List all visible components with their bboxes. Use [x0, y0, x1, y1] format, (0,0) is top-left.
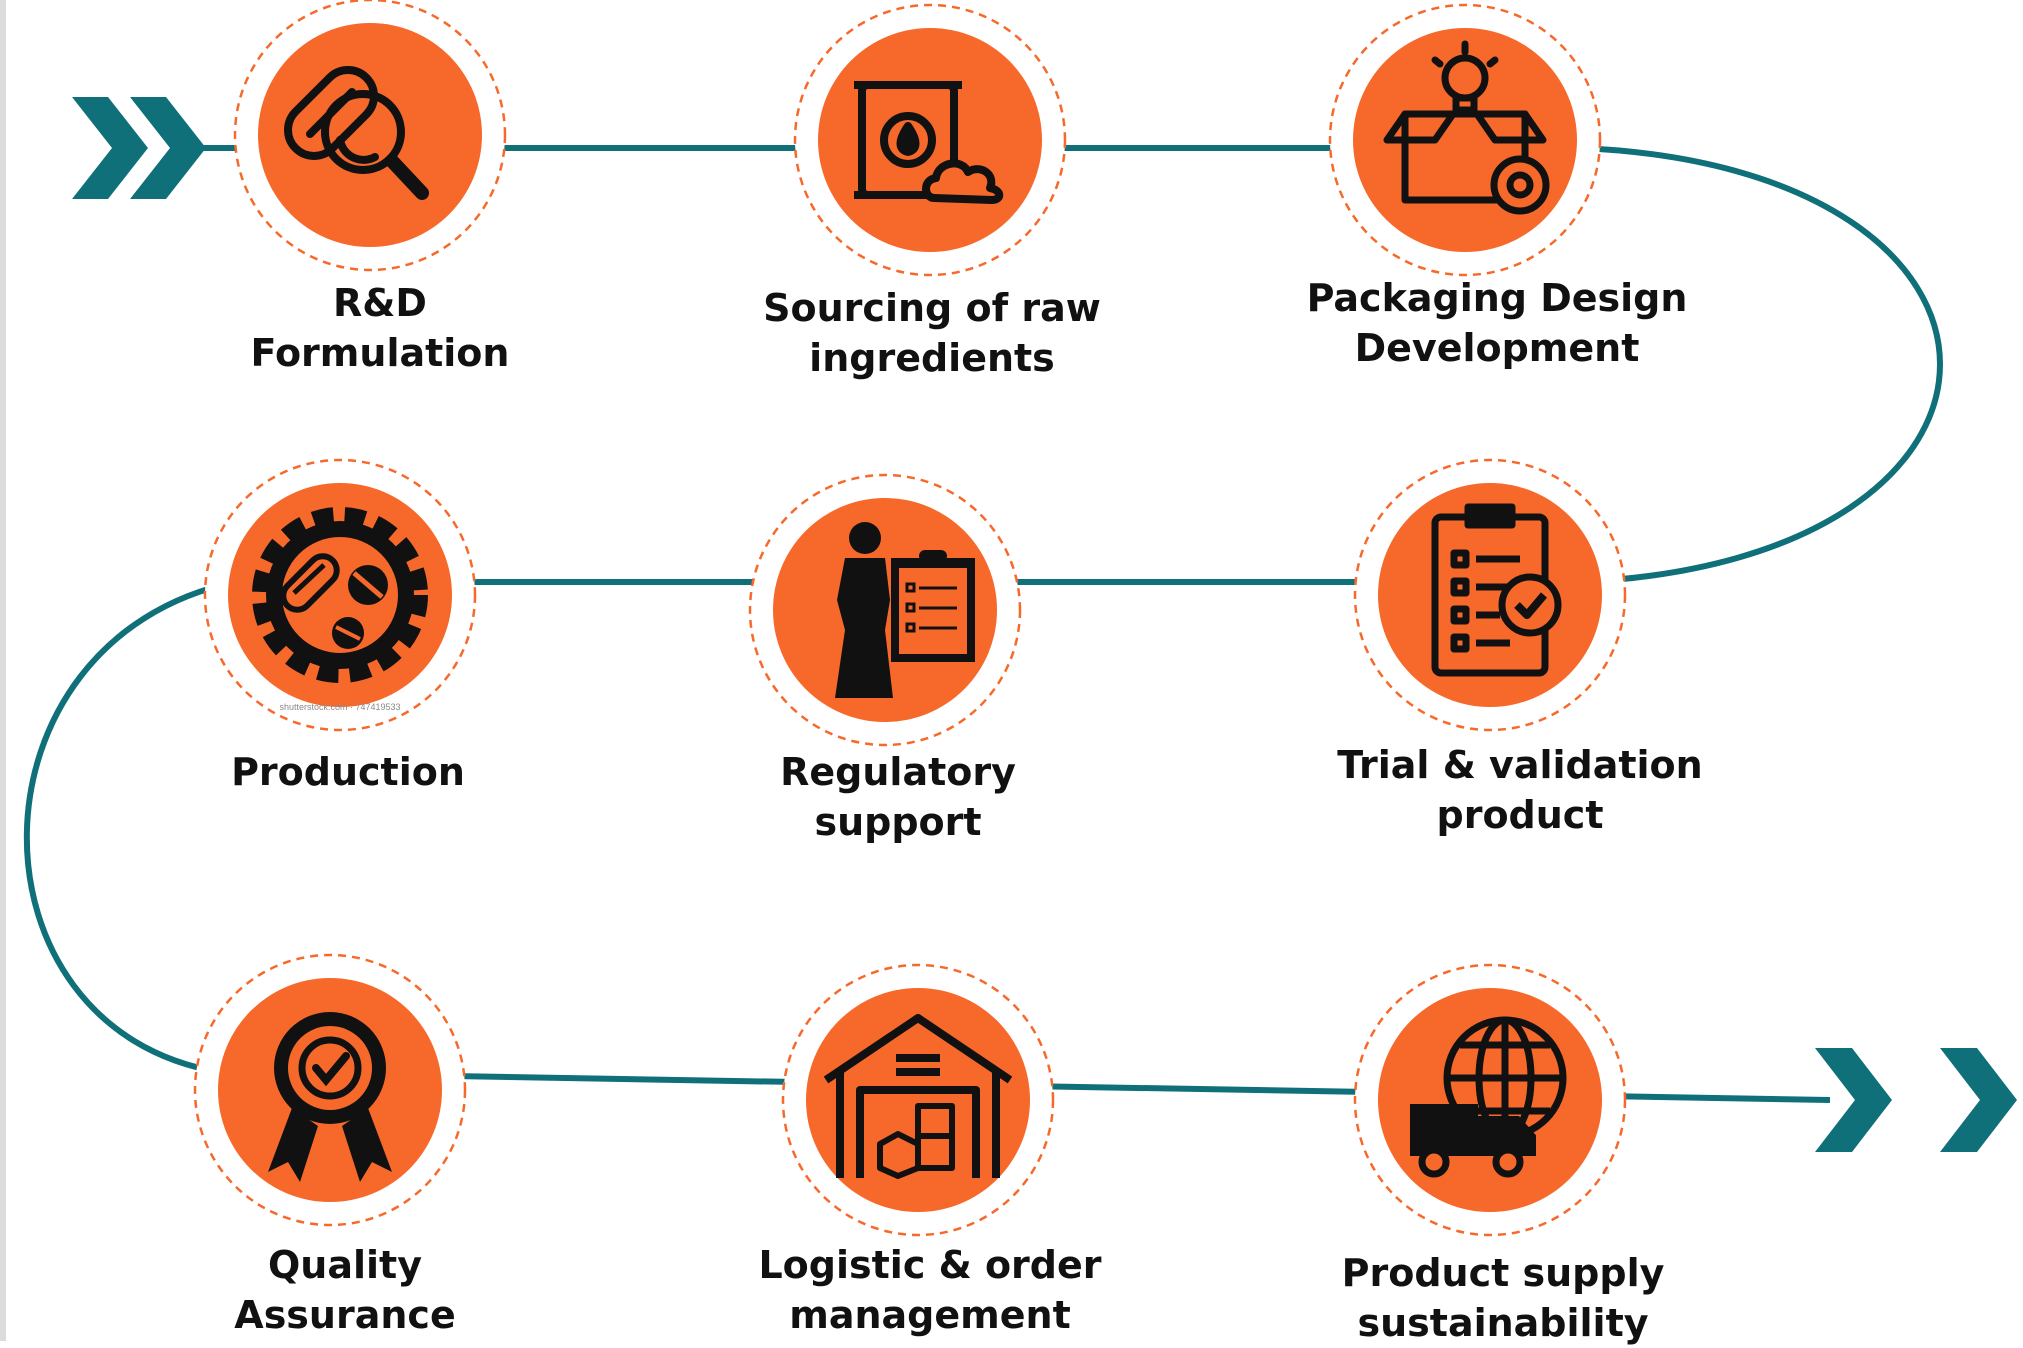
- flow-line-row-2: [23, 579, 1580, 1075]
- step-sourcing: [793, 3, 1067, 277]
- step-production: shutterstock.com · 747419533: [203, 458, 477, 732]
- gear-pills-icon: [252, 507, 428, 683]
- barrel-cloud-icon: [854, 81, 1004, 204]
- start-chevrons-icon: [72, 97, 206, 199]
- end-chevrons-icon: [1815, 1048, 2017, 1152]
- label-production: Production: [231, 750, 465, 794]
- capsule-magnifier-icon: [284, 66, 429, 200]
- flow-line-row-1: [200, 145, 1943, 585]
- step-logistic: [781, 963, 1055, 1237]
- left-edge-strip: [0, 0, 6, 1341]
- globe-truck-icon: [1410, 1016, 1567, 1178]
- step-supply: [1353, 963, 1627, 1237]
- box-bulb-gear-icon: [1383, 40, 1550, 215]
- award-badge-icon: [268, 1012, 392, 1182]
- clipboard-check-icon: [1431, 503, 1562, 677]
- watermark: shutterstock.com · 747419533: [279, 702, 400, 712]
- step-regulatory: [748, 473, 1022, 747]
- warehouse-boxes-icon: [823, 1014, 1013, 1179]
- step-quality: [193, 953, 467, 1227]
- step-trial: [1353, 458, 1627, 732]
- person-clipboard-icon: [835, 522, 975, 698]
- step-rd: [233, 0, 507, 272]
- step-packaging: [1328, 3, 1602, 277]
